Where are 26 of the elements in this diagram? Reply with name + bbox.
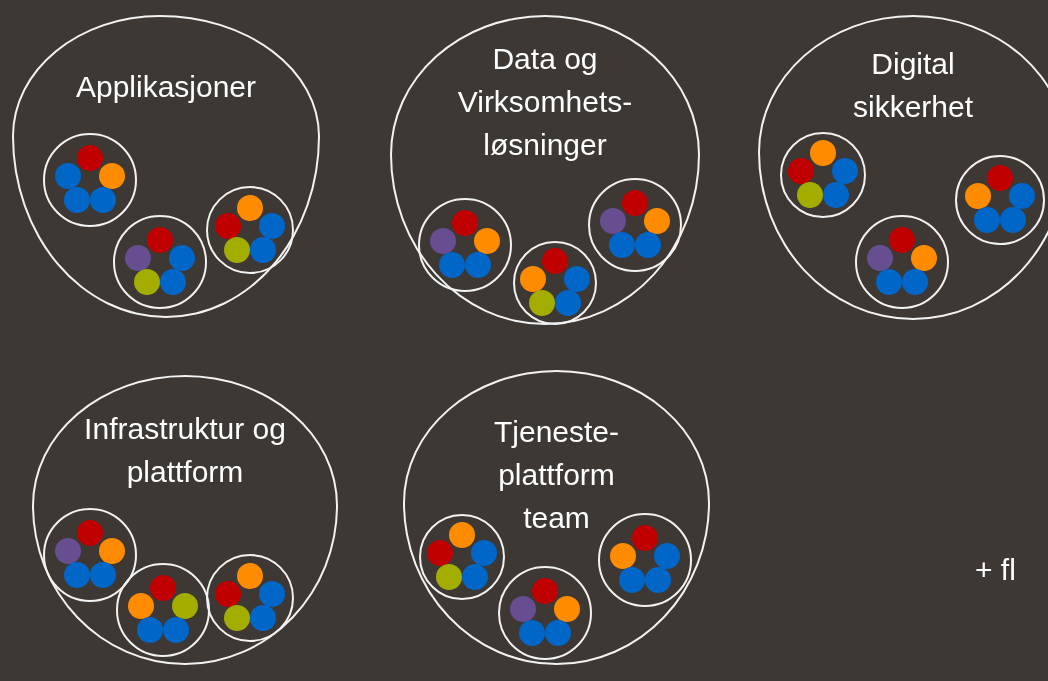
team-circle [588,178,682,272]
group-title: Data og Virksomhets- løsninger [456,41,634,163]
group-outline [12,15,320,318]
team-circle [206,186,294,274]
team-circle [419,514,505,600]
note-text: + fl [975,553,1016,587]
team-circle [780,132,866,218]
team-circle [513,241,597,325]
group-outline [390,15,700,325]
group-title: Digital sikkerhet [851,46,974,125]
group-title: Tjeneste- plattform team [492,414,621,536]
team-circle [418,198,512,292]
team-circle [955,155,1045,245]
team-circle [855,215,949,309]
team-circle [498,566,592,660]
team-circle [598,513,692,607]
team-circle [43,508,137,602]
group-outline [758,15,1048,320]
team-circle [113,215,207,309]
group-title: Applikasjoner [74,69,258,105]
group-title: Infrastruktur og plattform [83,411,287,490]
group-outline [403,370,710,665]
team-circle [116,563,210,657]
group-outline [32,375,338,665]
team-circle [43,133,137,227]
team-circle [206,554,294,642]
